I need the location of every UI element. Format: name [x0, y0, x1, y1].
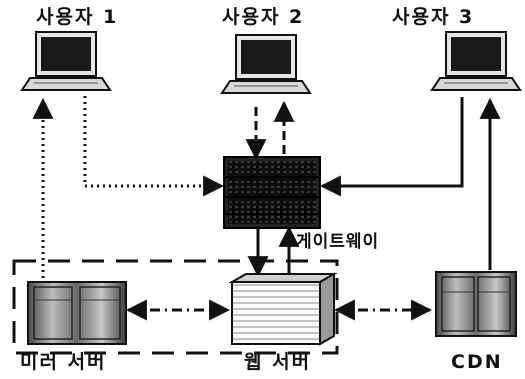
- server-rack-icon: [27, 281, 127, 345]
- server-rack-icon: [435, 271, 517, 337]
- edge-user3-to-gateway: [319, 97, 464, 197]
- mirror-server-label: 미러 서버: [20, 351, 107, 373]
- server-rack-icon: [228, 272, 338, 346]
- cdn-label: CDN: [451, 351, 503, 373]
- laptop-icon: [430, 31, 522, 91]
- edge-user1-to-gateway: [83, 96, 225, 197]
- laptop-icon: [220, 34, 312, 94]
- user1-label: 사용자 1: [36, 6, 119, 28]
- server-group-boundary: [12, 259, 339, 355]
- user2-label: 사용자 2: [222, 6, 305, 28]
- laptop-icon: [20, 31, 112, 91]
- gateway-label: 게이트웨이: [296, 232, 380, 252]
- web-server-label: 웹 서버: [244, 351, 312, 373]
- user3-label: 사용자 3: [392, 6, 475, 28]
- gateway-rack-icon: [223, 156, 321, 229]
